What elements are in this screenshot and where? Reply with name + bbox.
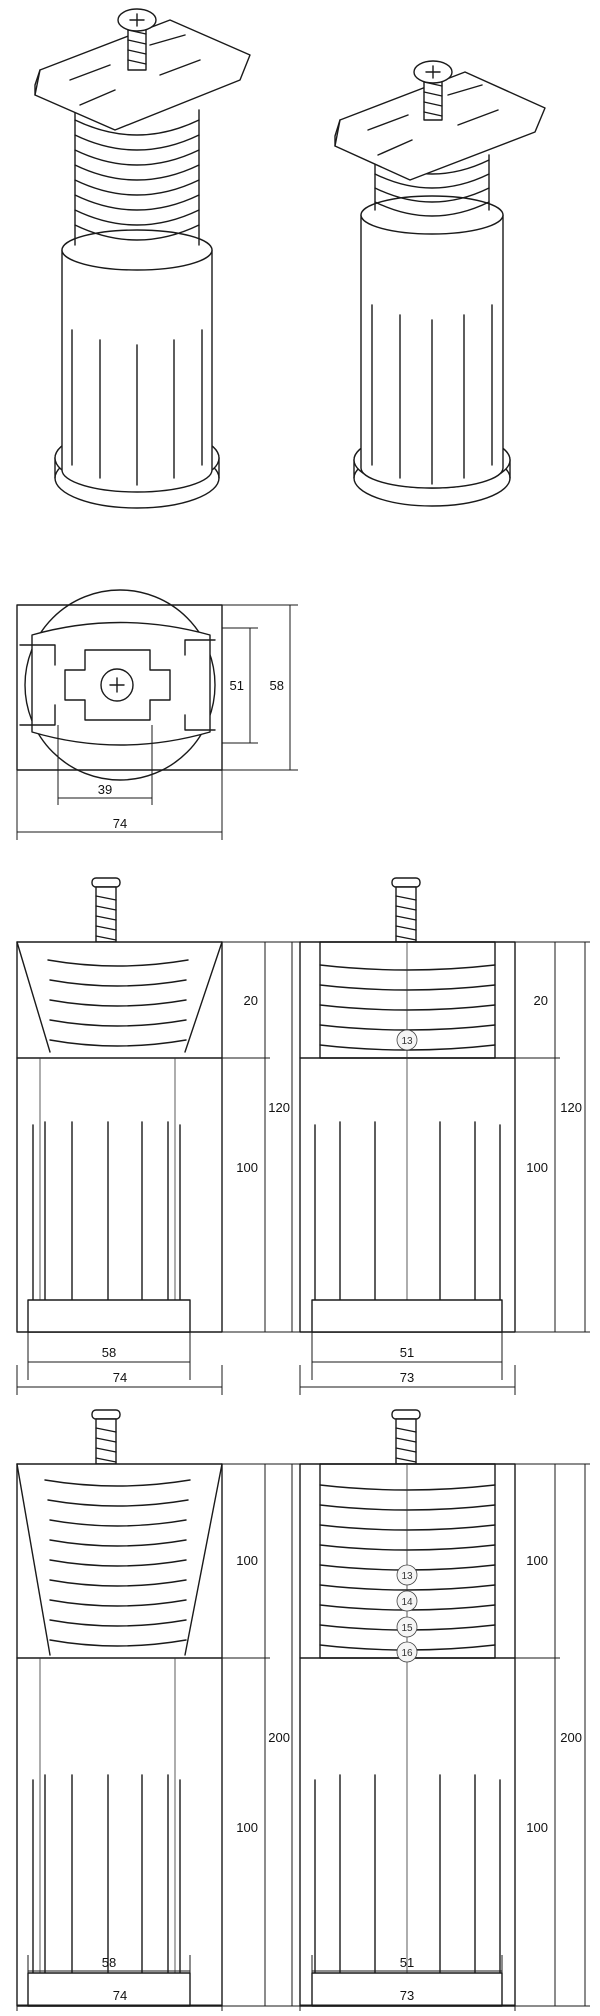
height-mark-14: 14 <box>401 1597 413 1608</box>
dim-73: 73 <box>400 1370 414 1385</box>
side-view-b-drawing: 13 20 120 100 51 <box>299 877 590 1380</box>
iso-view-right <box>300 0 600 520</box>
dim-20: 20 <box>534 993 548 1008</box>
side-view-b: 13 20 120 100 51 73 <box>299 860 600 1395</box>
iso-view-left <box>0 0 300 520</box>
dim-58: 58 <box>270 678 284 693</box>
dim-200: 200 <box>268 1730 290 1745</box>
side-view-a-drawing: 20 120 100 58 <box>16 877 300 1380</box>
dim-51: 51 <box>230 678 244 693</box>
height-mark-15: 15 <box>401 1623 413 1634</box>
dim-74: 74 <box>113 816 127 831</box>
dim-73: 73 <box>400 1988 414 2003</box>
side-view-a: 20 120 100 58 74 <box>0 860 300 1395</box>
top-view: 51 58 39 74 <box>0 580 320 840</box>
side-view-d-width-drawing: 51 73 <box>299 1955 516 2011</box>
dim-100: 100 <box>236 1160 258 1175</box>
height-mark-16: 16 <box>401 1648 413 1659</box>
iso-view-left-drawing <box>34 8 251 509</box>
dim-120: 120 <box>268 1100 290 1115</box>
dim-100-bottom: 100 <box>526 1820 548 1835</box>
height-mark-13: 13 <box>401 1571 413 1582</box>
dim-51: 51 <box>400 1345 414 1360</box>
height-mark-13: 13 <box>401 1036 413 1047</box>
side-view-a-width: 74 <box>16 1365 223 1395</box>
dim-51: 51 <box>400 1955 414 1970</box>
dim-100-top: 100 <box>236 1553 258 1568</box>
dim-74: 74 <box>113 1370 127 1385</box>
dim-120: 120 <box>560 1100 582 1115</box>
side-view-c-drawing: 100 200 100 <box>16 1409 300 2007</box>
side-view-d: 13 14 15 16 100 200 100 <box>299 1409 600 2010</box>
side-view-b-width: 73 <box>299 1365 516 1395</box>
dim-58: 58 <box>102 1955 116 1970</box>
dim-100-bottom: 100 <box>236 1820 258 1835</box>
dim-100: 100 <box>526 1160 548 1175</box>
dim-74: 74 <box>113 1988 127 2003</box>
side-view-c-widths: 58 74 <box>0 1955 300 2015</box>
dim-100-top: 100 <box>526 1553 548 1568</box>
side-view-c-width-drawing: 58 74 <box>16 1955 223 2011</box>
side-view-d-drawing: 13 14 15 16 100 200 100 <box>299 1409 590 2007</box>
dim-58: 58 <box>102 1345 116 1360</box>
iso-view-right-drawing <box>334 60 546 507</box>
side-view-d-widths: 51 73 <box>299 1955 600 2015</box>
dim-200: 200 <box>560 1730 582 1745</box>
top-view-drawing: 51 58 39 74 <box>16 589 298 840</box>
dim-20: 20 <box>244 993 258 1008</box>
dim-39: 39 <box>98 782 112 797</box>
side-view-c: 100 200 100 <box>0 1409 300 2010</box>
